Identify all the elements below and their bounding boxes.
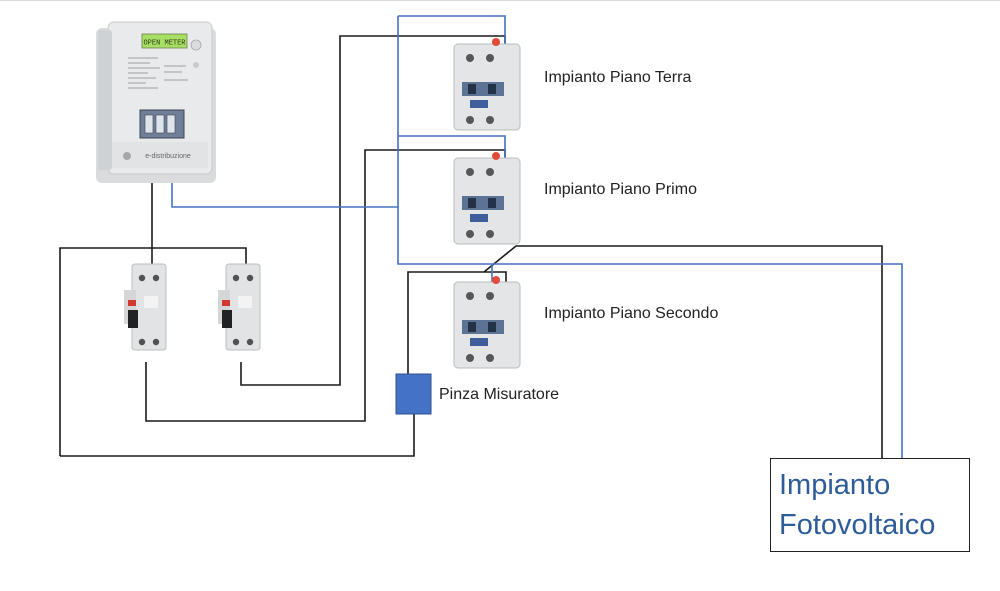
meter-display-text: OPEN METER [143,40,186,48]
meter-seal [123,152,131,160]
label-piano-terra: Impianto Piano Terra [544,69,692,86]
rcbo-piano-primo [453,152,521,245]
wire-bottom-to-pinza [60,414,415,457]
fotovoltaico-line1: Impianto [779,469,891,501]
wire-switch1-to-primo [145,149,506,422]
fotovoltaico-label: Impianto Fotovoltaico [779,465,935,545]
fotovoltaico-line2: Fotovoltaico [779,509,936,541]
label-pinza-misuratore: Pinza Misuratore [439,386,560,403]
top-border [0,0,1000,1]
breaker-2 [218,263,261,351]
meter-breaker-switches [144,114,176,134]
energy-meter: OPEN METER e-distribuzione [96,21,216,183]
meter-led [190,39,202,51]
meter-display [141,33,188,49]
wire-blue-terra [398,15,506,44]
wire-blue-primo [398,135,506,158]
wire-blue-pv [492,263,903,458]
wire-outer-loop [59,247,247,456]
rcbo-piano-secondo [453,276,521,369]
breaker-1 [124,263,167,351]
wire-pinza-to-secondo [407,245,883,458]
wire-blue-vertical-bus [397,16,492,265]
fotovoltaico-box: Impianto Fotovoltaico [770,458,970,552]
label-piano-primo: Impianto Piano Primo [544,181,697,198]
label-piano-secondo: Impianto Piano Secondo [544,305,719,322]
pinza-misuratore-block [395,373,432,415]
rcbo-piano-terra [453,38,521,131]
meter-led-small [193,62,199,68]
meter-brand: e-distribuzione [145,153,191,160]
meter-left-face [98,30,112,170]
meter-text-lines [128,57,188,89]
